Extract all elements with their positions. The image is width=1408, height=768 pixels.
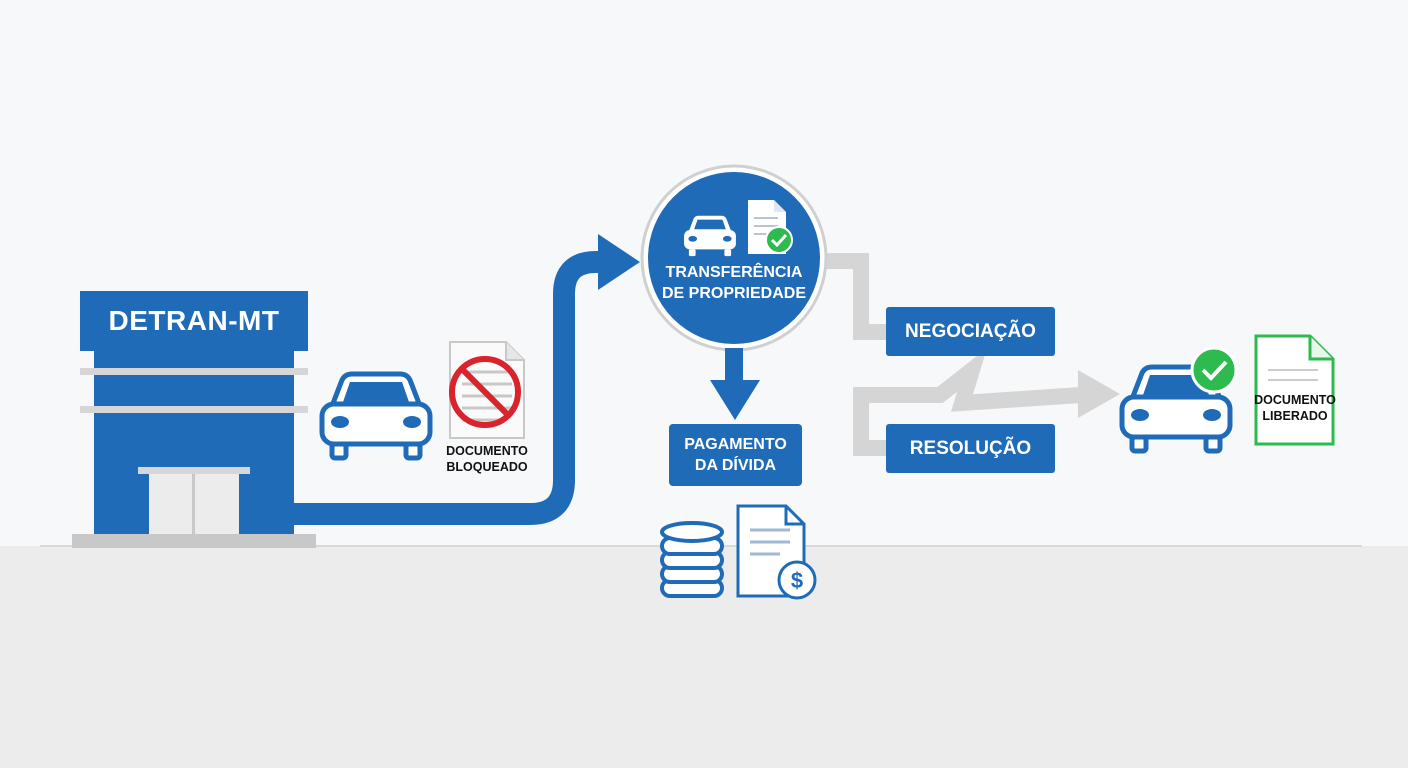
- transfer-circle: [640, 164, 828, 352]
- building-icon: [72, 350, 316, 548]
- coins-icon: [660, 521, 724, 598]
- document-check-icon: [748, 200, 793, 254]
- payment-label-line1: PAGAMENTO: [684, 436, 787, 453]
- blocked-label-line2: BLOQUEADO: [446, 460, 528, 474]
- car-icon: [322, 374, 430, 458]
- blocked-label-line1: DOCUMENTO: [446, 444, 528, 458]
- released-label-line1: DOCUMENTO: [1254, 393, 1336, 407]
- blocked-document-icon: [449, 341, 525, 439]
- detran-sign: DETRAN-MT: [80, 291, 308, 351]
- svg-text:$: $: [791, 568, 803, 593]
- down-arrow: [710, 348, 760, 420]
- released-label-line2: LIBERADO: [1262, 409, 1328, 423]
- blocked-document-label: DOCUMENTO BLOQUEADO: [432, 443, 542, 475]
- transfer-label-line2: DE PROPRIEDADE: [661, 285, 807, 302]
- resolution-connector: [853, 348, 1081, 456]
- resolution-box: RESOLUÇÃO: [886, 424, 1055, 473]
- transfer-label-line1: TRANSFERÊNCIA: [665, 264, 803, 281]
- check-badge-icon: [1190, 346, 1238, 394]
- flow-arrow: [294, 234, 640, 525]
- car-icon: [684, 215, 736, 257]
- payment-label-line2: DA DÍVIDA: [694, 457, 777, 474]
- released-document-label: DOCUMENTO LIBERADO: [1244, 392, 1346, 424]
- negotiation-connector: [818, 253, 886, 340]
- payment-box: PAGAMENTO DA DÍVIDA: [669, 424, 802, 486]
- invoice-dollar-icon: $: [736, 504, 817, 600]
- release-arrowhead: [1078, 370, 1120, 418]
- negotiation-box: NEGOCIAÇÃO: [886, 307, 1055, 356]
- transfer-label: TRANSFERÊNCIA DE PROPRIEDADE: [648, 262, 820, 304]
- released-document-icon: [1254, 334, 1335, 446]
